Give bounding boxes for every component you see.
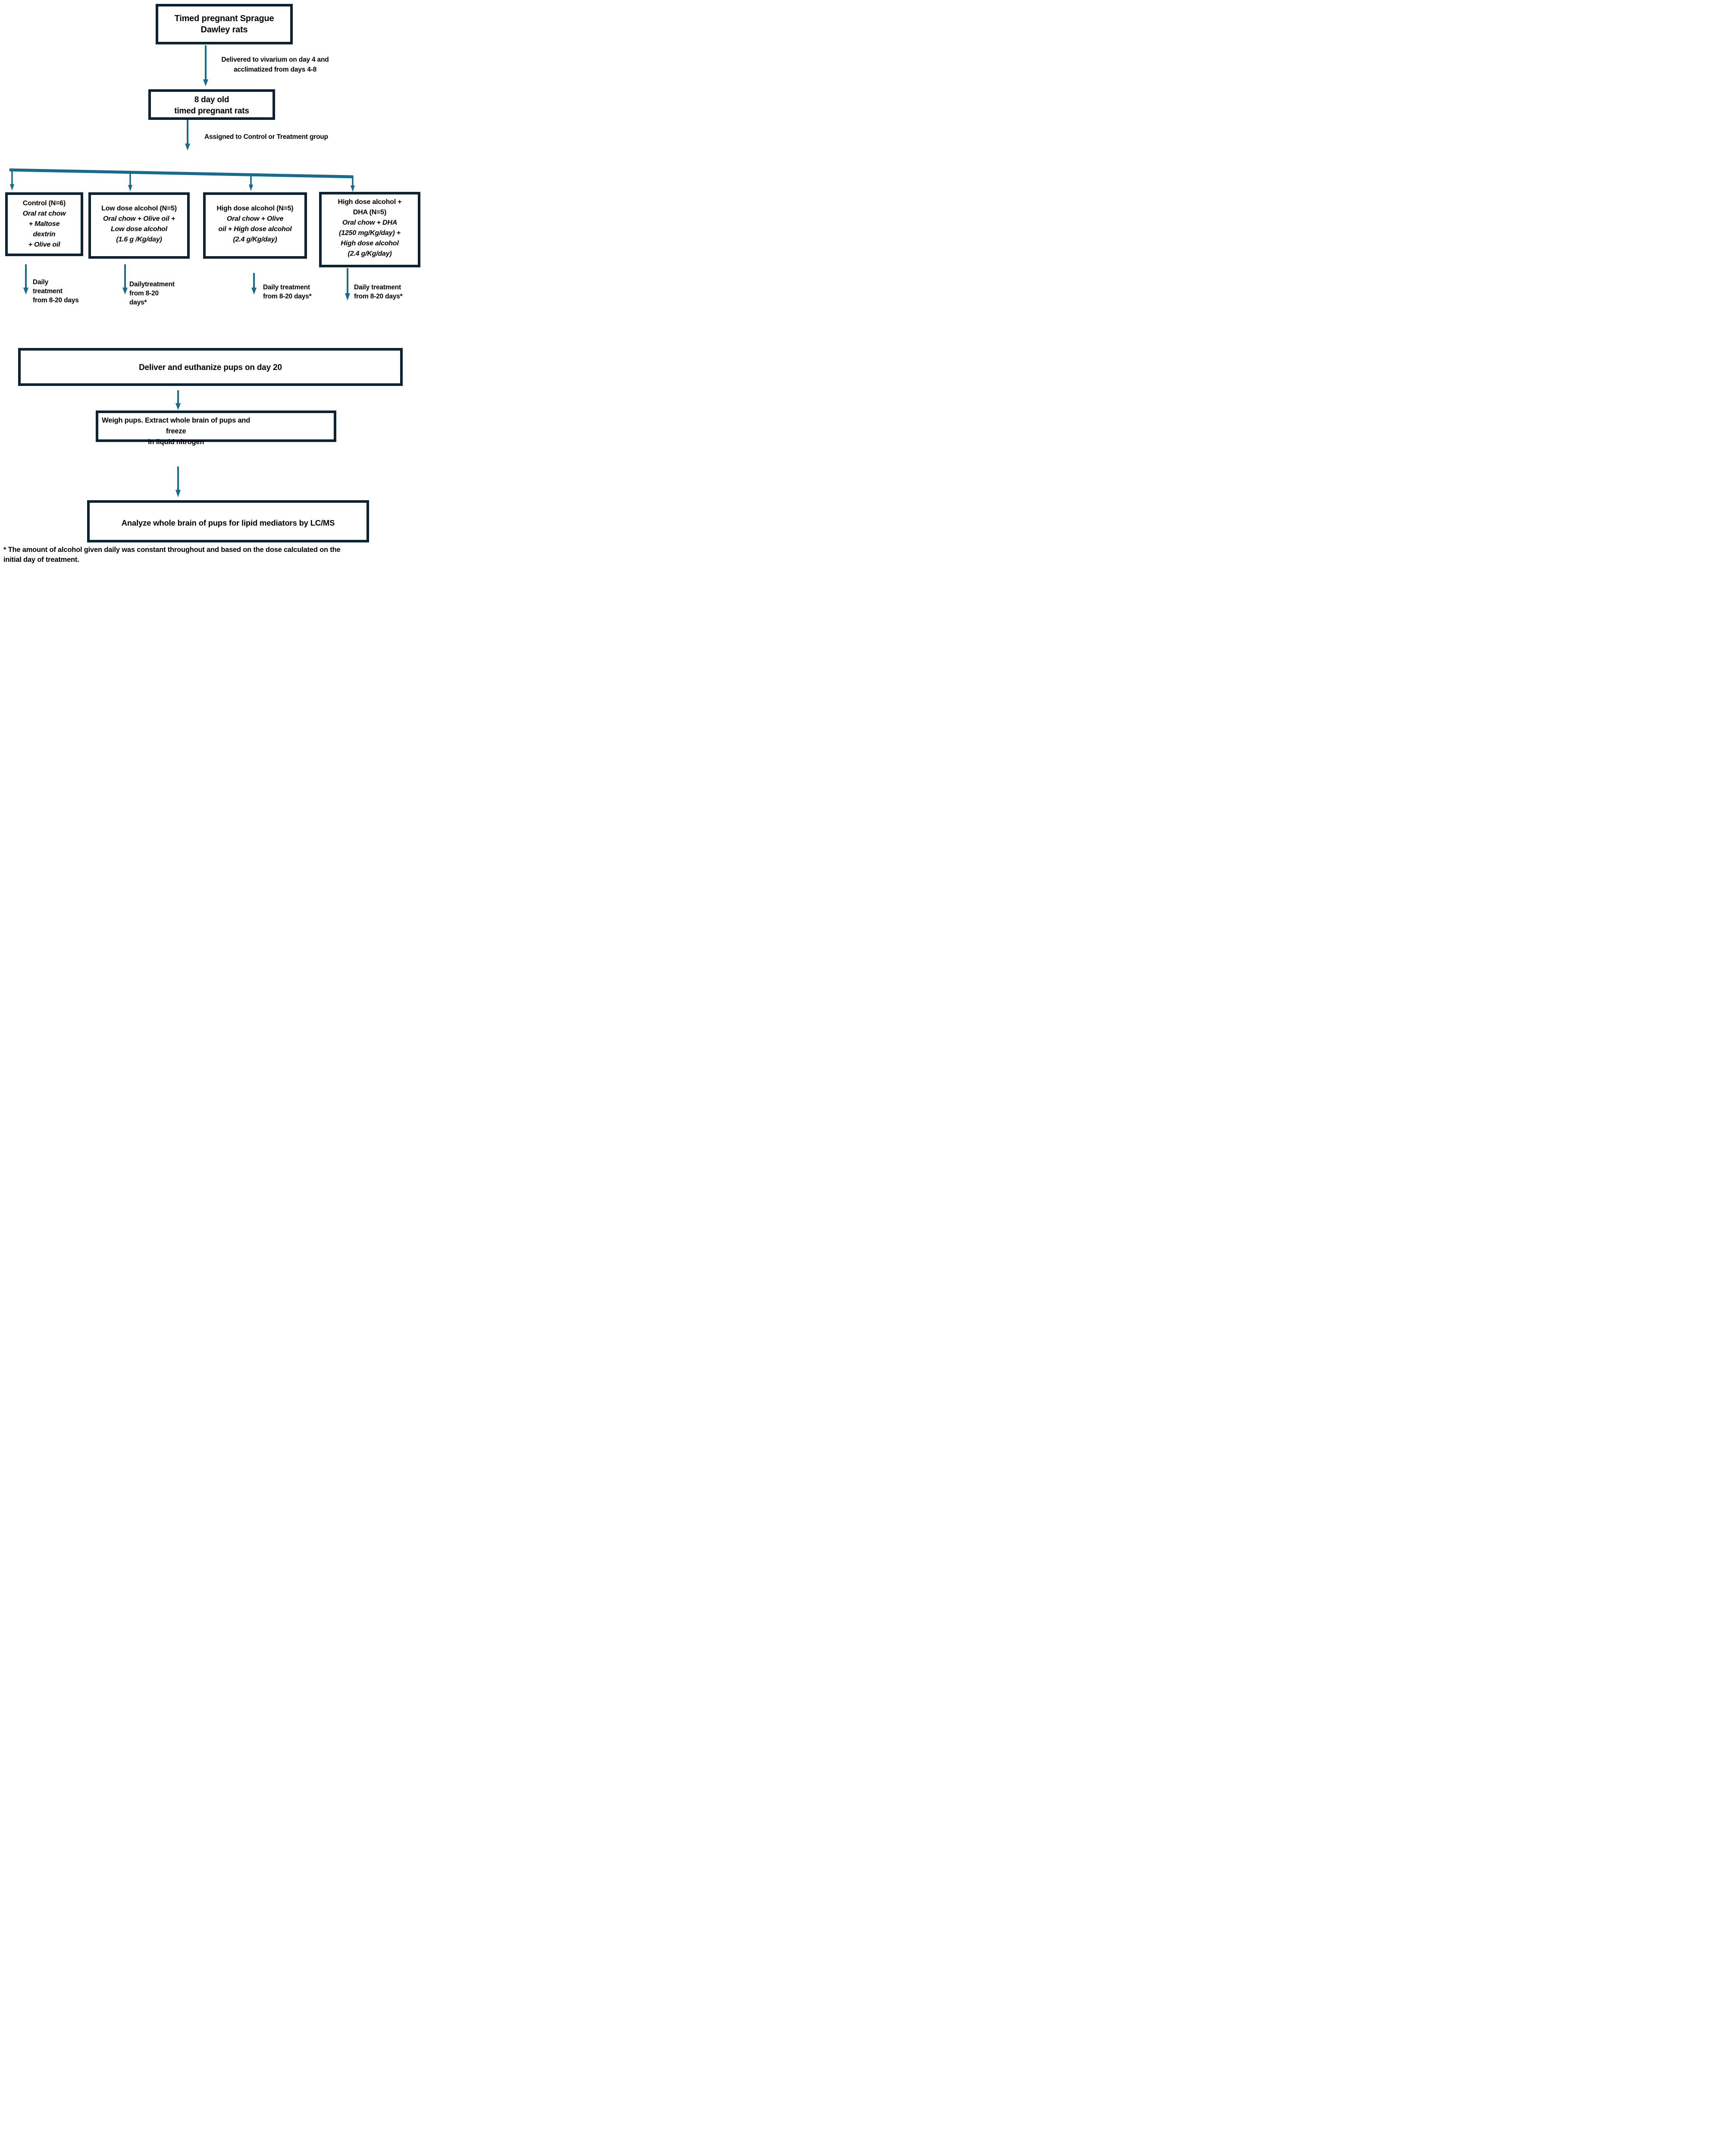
label-treatment-dha: Daily treatment from 8-20 days*: [354, 283, 403, 301]
box-8day-line1: 8 day old: [194, 95, 229, 104]
arrow-treatment-control-icon: [23, 264, 28, 295]
arrow-to-analyze-icon: [175, 467, 181, 497]
arrow-branch-dha-icon: [351, 175, 355, 192]
group-dha-detail4: (2.4 g/Kg/day): [348, 250, 392, 257]
arrow-treatment-lowdose-icon: [122, 264, 128, 295]
label-treatment-control-l1: Daily: [33, 279, 49, 286]
box-timed-pregnant-rats-line1: Timed pregnant Sprague: [174, 14, 274, 23]
box-group-control: Control (N=6) Oral rat chow + Maltose de…: [5, 192, 83, 256]
connector-layer: [9, 45, 355, 497]
arrow-treatment-dha-icon: [345, 268, 350, 301]
box-weigh-pups-textblock: Weigh pups. Extract whole brain of pups …: [100, 415, 251, 447]
label-delivery-line2: acclimatized from days 4-8: [233, 66, 317, 74]
arrow-assignment-icon: [185, 120, 190, 150]
label-assignment: Assigned to Control or Treatment group: [204, 133, 328, 141]
arrow-branch-highdose-icon: [249, 174, 253, 191]
group-control-detail4: + Olive oil: [28, 241, 60, 248]
footnote-line2: initial day of treatment.: [3, 556, 79, 564]
group-control-detail3: dextrin: [33, 231, 56, 238]
arrow-treatment-highdose-icon: [251, 273, 257, 295]
group-highdose-detail3: (2.4 g/Kg/day): [233, 236, 277, 243]
group-lowdose-detail1: Oral chow + Olive oil +: [103, 215, 175, 222]
label-treatment-highdose-l1: Daily treatment: [263, 284, 310, 291]
group-dha-detail1: Oral chow + DHA: [342, 219, 398, 226]
label-treatment-control-l2: treatment: [33, 287, 63, 295]
arrow-branch-control-icon: [10, 169, 14, 191]
group-dha-title1: High dose alcohol +: [338, 198, 402, 206]
label-treatment-highdose-l2: from 8-20 days*: [263, 292, 312, 300]
group-highdose-detail1: Oral chow + Olive: [226, 215, 284, 222]
box-weigh-pups-line1: Weigh pups. Extract whole brain of pups …: [102, 417, 251, 435]
label-treatment-lowdose-l3: days*: [129, 298, 147, 306]
group-highdose-detail2: oil + High dose alcohol: [218, 226, 292, 233]
box-timed-pregnant-rats: Timed pregnant Sprague Dawley rats: [156, 4, 293, 44]
box-group-highdose: High dose alcohol (N=5) Oral chow + Oliv…: [203, 192, 307, 259]
label-delivery: Delivered to vivarium on day 4 and accli…: [203, 55, 348, 75]
label-treatment-dha-l2: from 8-20 days*: [354, 292, 403, 300]
box-deliver-euthanize: Deliver and euthanize pups on day 20: [18, 348, 403, 386]
footnote: * The amount of alcohol given daily was …: [3, 545, 431, 565]
group-control-detail1: Oral rat chow: [22, 210, 66, 217]
group-dha-title2: DHA (N=5): [353, 209, 387, 216]
box-group-dha: High dose alcohol + DHA (N=5) Oral chow …: [319, 192, 420, 267]
arrow-branch-lowdose-icon: [128, 172, 132, 191]
group-highdose-title: High dose alcohol (N=5): [216, 205, 294, 212]
label-treatment-highdose: Daily treatment from 8-20 days*: [263, 283, 312, 301]
group-control-title: Control (N=6): [22, 200, 66, 207]
label-treatment-lowdose-l2: from 8-20: [129, 289, 159, 297]
group-lowdose-detail2: Low dose alcohol: [110, 226, 168, 233]
group-dha-detail3: High dose alcohol: [341, 240, 399, 247]
label-treatment-dha-l1: Daily treatment: [354, 284, 401, 291]
box-8day-pregnant-rats: 8 day old timed pregnant rats: [148, 89, 275, 120]
box-weigh-pups: Weigh pups. Extract whole brain of pups …: [96, 411, 336, 446]
label-treatment-control-l3: from 8-20 days: [33, 296, 79, 304]
group-dha-detail2: (1250 mg/Kg/day) +: [339, 229, 401, 237]
box-group-lowdose: Low dose alcohol (N=5) Oral chow + Olive…: [88, 192, 190, 259]
branch-line: [9, 168, 353, 179]
label-treatment-control: Daily treatment from 8-20 days: [33, 278, 79, 305]
group-lowdose-detail3: (1.6 g /Kg/day): [116, 236, 162, 243]
box-8day-line2: timed pregnant rats: [174, 106, 249, 116]
label-treatment-lowdose-l1: Dailytreatment: [129, 281, 175, 288]
box-weigh-pups-line2: in liquid nitrogen: [148, 438, 204, 446]
group-lowdose-title: Low dose alcohol (N=5): [101, 205, 177, 212]
flowchart-page: { "colors": { "box_border": "#0d2333", "…: [0, 0, 433, 576]
box-timed-pregnant-rats-line2: Dawley rats: [200, 25, 248, 34]
box-analyze-text: Analyze whole brain of pups for lipid me…: [121, 518, 335, 527]
box-analyze: Analyze whole brain of pups for lipid me…: [87, 500, 369, 542]
group-control-detail2: + Maltose: [28, 220, 60, 228]
label-delivery-line1: Delivered to vivarium on day 4 and: [221, 56, 329, 63]
footnote-line1: * The amount of alcohol given daily was …: [3, 546, 341, 554]
label-treatment-lowdose: Dailytreatment from 8-20 days*: [129, 280, 175, 307]
box-deliver-euthanize-text: Deliver and euthanize pups on day 20: [139, 363, 282, 372]
arrow-delivery-icon: [203, 45, 208, 86]
arrow-to-weigh-icon: [175, 390, 181, 410]
